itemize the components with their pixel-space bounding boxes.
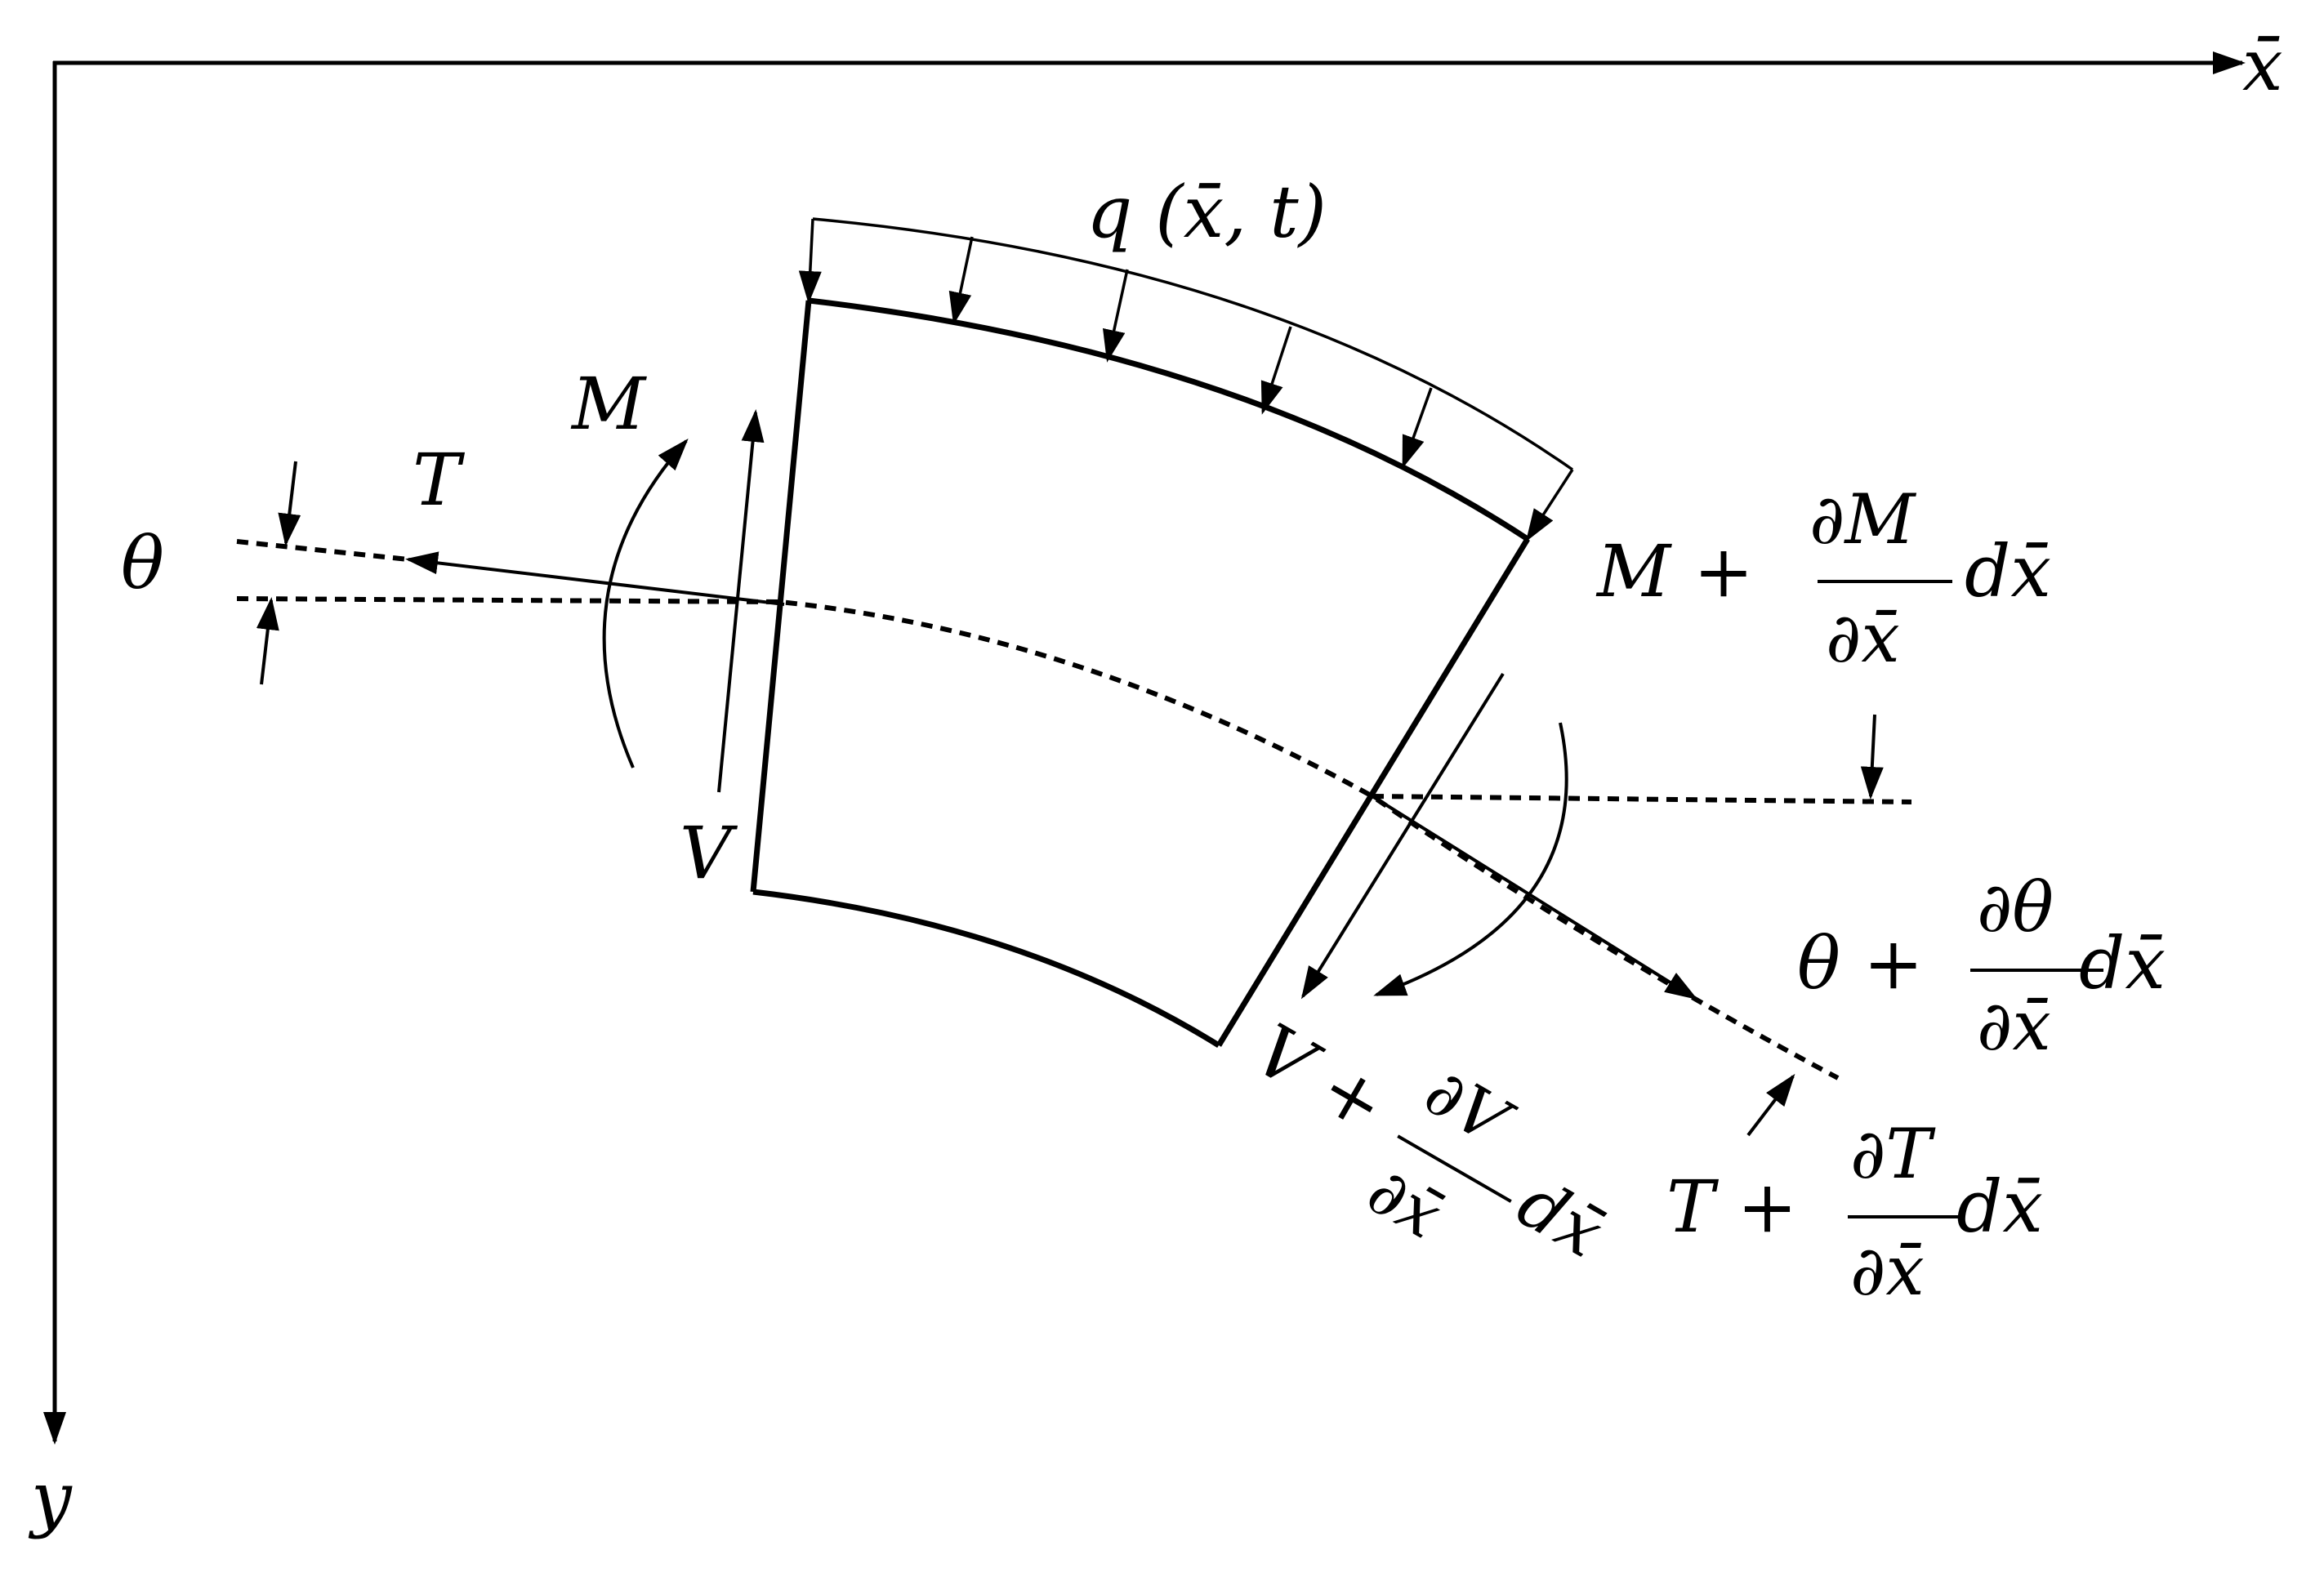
left-angle-indicator [256,461,301,685]
distributed-load [798,217,1574,542]
moment-arrow-right [1373,722,1568,996]
right-horizontal-reference [1372,794,1912,804]
theta-increment-label: θ + ∂θ ∂x̄ dx̄ [1797,867,2166,1066]
svg-text:dx̄: dx̄ [1965,529,2051,613]
tension-label-left: T [413,438,466,522]
svg-text:dx̄: dx̄ [2079,921,2166,1005]
svg-text:V +: V + [1242,1008,1401,1148]
svg-text:dx̄: dx̄ [1956,1165,2043,1249]
neutral-axis [236,539,1912,1080]
shear-arrow-right [1300,672,1505,1000]
svg-text:∂T: ∂T [1850,1114,1936,1194]
svg-text:θ +: θ + [1797,921,1924,1005]
svg-text:∂x̄: ∂x̄ [1977,986,2051,1066]
load-arrow [798,218,822,304]
load-arrow [1102,269,1129,363]
svg-text:∂M: ∂M [1809,479,1916,559]
moment-label-right: M + ∂M ∂x̄ dx̄ [1595,479,2051,678]
svg-text:M +: M + [1595,529,1754,613]
beam-element [750,297,1530,1048]
load-label: q (x̄, t) [1086,170,1327,254]
svg-text:dx̄: dx̄ [1505,1162,1617,1272]
beam-bottom-edge [752,889,1220,1048]
shear-label-right: V + ∂V ∂x̄ dx̄ [1242,1008,1617,1273]
load-arrow [1260,326,1292,415]
left-slope-reference [236,539,409,562]
y-axis-label: y [28,1456,73,1540]
svg-text:∂V: ∂V [1412,1054,1526,1163]
svg-text:∂x̄: ∂x̄ [1826,598,1900,678]
svg-text:∂x̄: ∂x̄ [1355,1152,1454,1254]
beam-left-edge [750,300,812,893]
svg-text:∂x̄: ∂x̄ [1850,1231,1925,1311]
theta-arrow-bottom [256,597,279,685]
x-axis-label: x̄ [2242,23,2283,107]
beam-top-edge [808,297,1529,541]
load-envelope [812,217,1574,471]
tension-label-right: T + ∂T ∂x̄ dx̄ [1666,1114,2043,1311]
moment-label-left: M [570,362,647,446]
load-arrow [948,236,974,325]
theta-arrow-right-top [1860,714,1884,800]
neutral-axis-curve [236,596,1840,1080]
theta-arrow-right-bottom [1746,1073,1795,1137]
shear-label-left: V [680,811,738,895]
beam-right-edge [1216,537,1530,1047]
tension-arrow-left [405,551,785,606]
svg-text:T +: T + [1666,1165,1797,1249]
load-arrow [1402,387,1433,469]
theta-label: θ [121,521,164,605]
load-arrow [1525,469,1574,542]
shear-arrow-left [717,409,765,793]
svg-text:∂θ: ∂θ [1977,867,2054,947]
tension-arrow-right [1371,795,1698,1000]
theta-arrow-top [278,461,301,546]
moment-arrow-left [602,439,689,768]
coordinate-axes: x̄ y [28,23,2283,1540]
